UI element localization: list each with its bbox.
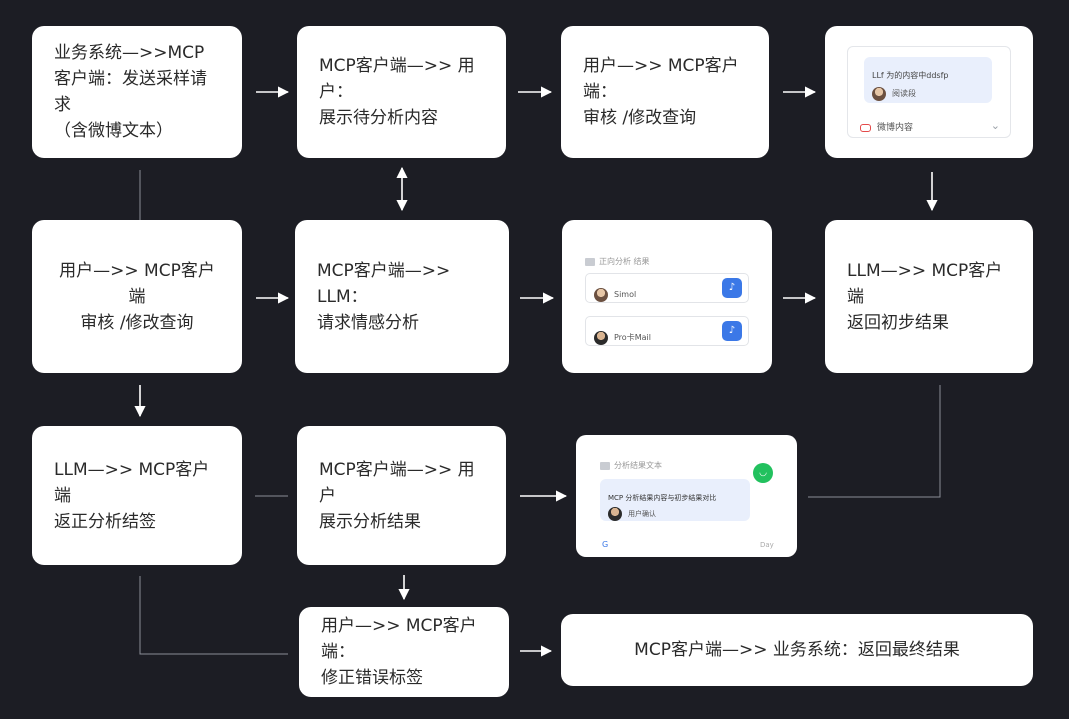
avatar: [594, 331, 608, 345]
mockup-card-result-view: 分析结果文本 ◡ MCP 分析结果内容与初步结果对比 用户确认 G Day: [576, 435, 797, 557]
avatar: [594, 288, 608, 302]
mockup-header: 分析结果文本: [614, 461, 662, 470]
avatar: [608, 507, 622, 521]
step-label: 用户—>> MCP客户端： 审核 /修改查询: [583, 56, 739, 128]
row-label: Pro卡Mail: [614, 333, 651, 342]
step-label: LLM—>> MCP客户端 返回初步结果: [847, 260, 1003, 333]
step-label: LLM—>> MCP客户端 返正分析结签: [54, 459, 210, 532]
result-user-row: 用户确认: [608, 501, 656, 527]
sentiment-row: Simol ♪: [585, 273, 749, 303]
mockup-user: 阅读段: [892, 89, 916, 98]
avatar: [872, 87, 886, 101]
footer-right-label: Day: [760, 541, 774, 549]
step-card-llm-labels: LLM—>> MCP客户端 返正分析结签: [32, 426, 242, 565]
step-card-business-request: 业务系统—>>MCP 客户端：发送采样请求 （含微博文本）: [32, 26, 242, 158]
mockup-title-row: LLf 为的内容中ddsfp: [872, 63, 949, 89]
step-card-user-review-2: 用户—>> MCP客户端 审核 /修改查询: [32, 220, 242, 373]
step-card-initial-result: LLM—>> MCP客户端 返回初步结果: [825, 220, 1033, 373]
step-card-fix-labels: 用户—>> MCP客户端： 修正错误标签: [299, 607, 509, 697]
step-label: MCP客户端—>> 用户： 展示待分析内容: [319, 56, 475, 128]
result-user: 用户确认: [628, 510, 656, 518]
row-content: Simol: [594, 282, 636, 308]
step-card-user-review: 用户—>> MCP客户端： 审核 /修改查询: [561, 26, 769, 158]
connector-n8-m3: [808, 385, 941, 498]
result-line-row: MCP 分析结果内容与初步结果对比: [608, 485, 716, 511]
document-icon: [585, 258, 595, 266]
check-badge-icon: ◡: [753, 463, 773, 483]
step-card-show-results: MCP客户端—>> 用户 展示分析结果: [297, 426, 506, 565]
step-card-request-sentiment: MCP客户端—>> LLM： 请求情感分析: [295, 220, 509, 373]
footer-left-icon: G: [602, 540, 609, 549]
row-action-button[interactable]: ♪: [722, 278, 742, 298]
step-label: MCP客户端—>> LLM： 请求情感分析: [317, 260, 451, 333]
alert-icon: [860, 124, 871, 132]
mockup-header: 正向分析 结果: [599, 257, 650, 266]
step-card-show-content: MCP客户端—>> 用户： 展示待分析内容: [297, 26, 506, 158]
mockup-title: LLf 为的内容中ddsfp: [872, 71, 949, 80]
sentiment-row: Pro卡Mail ♪: [585, 316, 749, 346]
row-label: Simol: [614, 290, 637, 299]
mockup-footer-row: 微博内容: [860, 115, 913, 141]
mockup-footer: 微博内容: [877, 123, 914, 133]
step-label: 用户—>> MCP客户端： 修正错误标签: [321, 616, 477, 688]
row-content: Pro卡Mail: [594, 325, 651, 351]
step-label: MCP客户端—>> 用户 展示分析结果: [319, 459, 475, 532]
result-bubble: MCP 分析结果内容与初步结果对比 用户确认: [600, 479, 750, 521]
step-label: MCP客户端—>> 业务系统：返回最终结果: [634, 640, 960, 660]
mockup-card-review-ui: LLf 为的内容中ddsfp 阅读段 微博内容 ⌄: [825, 26, 1033, 158]
mockup-panel: LLf 为的内容中ddsfp 阅读段 微博内容 ⌄: [847, 46, 1011, 138]
step-label: 业务系统—>>MCP 客户端：发送采样请求 （含微博文本）: [54, 43, 207, 141]
connector-n9-n12: [139, 576, 288, 655]
mockup-card-sentiment-list: 正向分析 结果 Simol ♪ Pro卡Mail ♪: [562, 220, 772, 373]
result-line: MCP 分析结果内容与初步结果对比: [608, 494, 717, 502]
mockup-user-row: 阅读段: [872, 81, 916, 107]
document-icon: [600, 462, 610, 470]
mockup-header-row: 分析结果文本: [600, 453, 662, 479]
step-label: 用户—>> MCP客户端 审核 /修改查询: [59, 260, 215, 333]
chevron-down-icon: ⌄: [990, 119, 1000, 132]
mockup-bubble: LLf 为的内容中ddsfp 阅读段: [864, 57, 992, 103]
mockup-header-row: 正向分析 结果: [585, 249, 650, 275]
row-action-button[interactable]: ♪: [722, 321, 742, 341]
step-card-final-result: MCP客户端—>> 业务系统：返回最终结果: [561, 614, 1033, 686]
